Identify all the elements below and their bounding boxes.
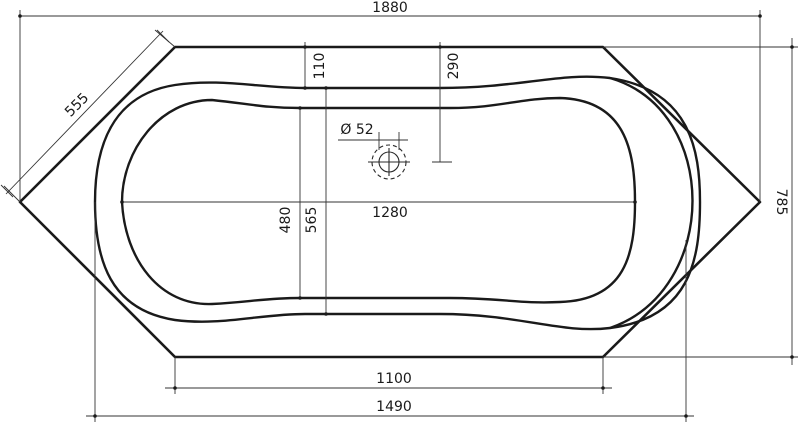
label-rim-offset: 110 [312,53,328,80]
label-overall-width: 785 [773,189,789,216]
dim-dot [18,14,22,18]
label-straight-side: 1100 [376,371,412,387]
dim-dot [173,386,177,390]
label-drain-offset: 290 [446,53,462,80]
label-basin-length: 1280 [372,205,408,221]
label-basin-inner-width: 480 [278,207,294,234]
label-diagonal-edge: 555 [62,90,92,120]
dim-dot [758,14,762,18]
label-basin-outer-width: 565 [304,207,320,234]
dim-dot [298,296,302,300]
dim-tick [156,29,170,43]
basin-inner-bottom [120,96,637,306]
dim-dot [633,200,637,204]
dim-dot [684,414,688,418]
dim-dot [601,386,605,390]
label-outer-rim: 1490 [376,399,412,415]
dim-dot [303,45,307,49]
dim-dot [790,355,794,359]
label-drain-diameter: Ø 52 [340,122,373,138]
ext-line-diag-bottom [3,185,21,203]
dim-dot [303,86,307,90]
dim-dot [120,200,124,204]
dim-dot [438,45,442,49]
dim-dot [324,86,328,90]
dim-dot [298,106,302,110]
dim-dot [324,312,328,316]
basin-right-arc [609,76,694,330]
label-overall-length: 1880 [372,0,408,16]
dim-dot [790,45,794,49]
dim-line-diagonal [5,30,164,195]
dim-dot [93,414,97,418]
dim-tick [0,184,14,198]
